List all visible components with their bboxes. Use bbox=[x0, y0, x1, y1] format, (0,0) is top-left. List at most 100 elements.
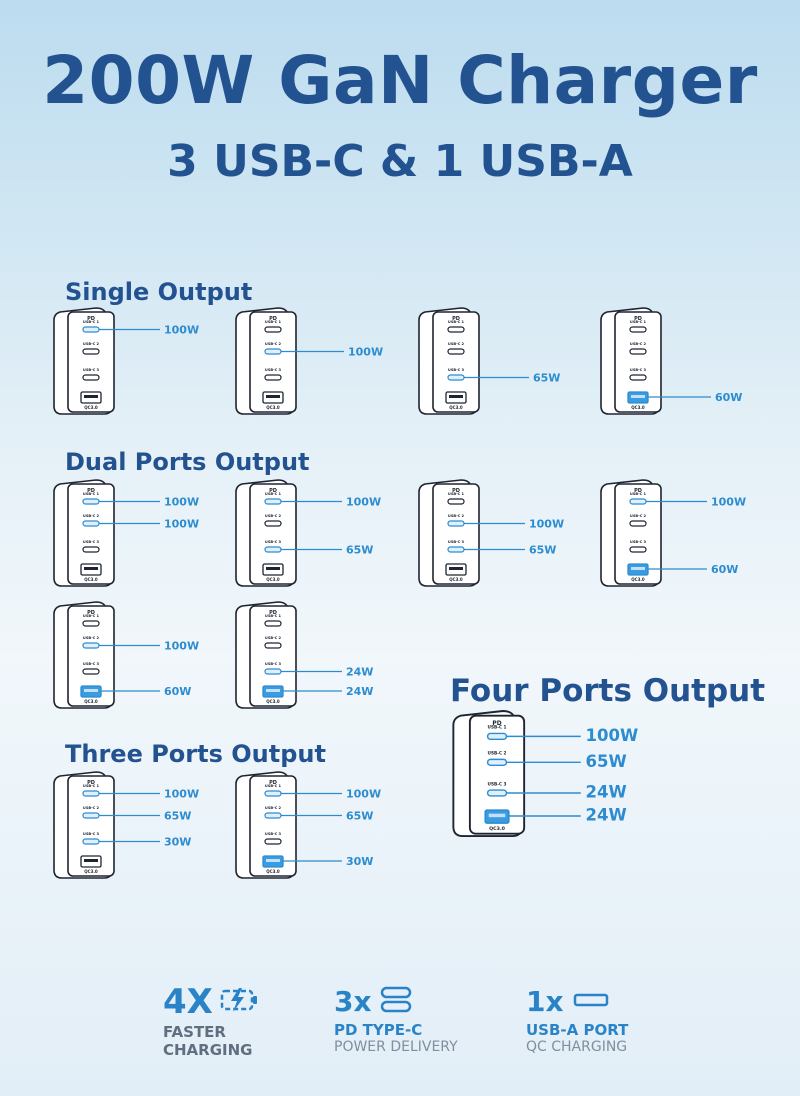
usb-c-port-label: USB-C 3 bbox=[488, 781, 507, 786]
usb-c-port-label: USB-C 3 bbox=[83, 662, 100, 666]
feature-pd-type-c-big: 3x bbox=[334, 985, 372, 1018]
usb-c-port-label: USB-C 1 bbox=[83, 784, 100, 788]
usb-c-port bbox=[264, 520, 282, 527]
feature-usb-a: 1x USB-A PORT QC CHARGING bbox=[526, 985, 628, 1056]
usb-c-port-label: USB-C 3 bbox=[83, 368, 100, 372]
page-subtitle: 3 USB-C & 1 USB-A bbox=[167, 136, 633, 187]
usb-c-port bbox=[447, 348, 465, 355]
usb-c-port-label: USB-C 1 bbox=[265, 614, 282, 618]
usb-c-port-label: USB-C 2 bbox=[488, 751, 507, 756]
usb-c-port bbox=[447, 520, 465, 527]
usb-c-port bbox=[447, 326, 465, 333]
port-wattage-label: 60W bbox=[715, 391, 742, 404]
port-wattage-label: 24W bbox=[346, 666, 373, 679]
qc-port-label: QC3.0 bbox=[449, 405, 463, 410]
usb-a-port-tongue bbox=[449, 395, 463, 398]
charger-front-panel bbox=[432, 311, 480, 413]
usb-c-port-label: USB-C 1 bbox=[265, 784, 282, 788]
usb-c-port-label: USB-C 1 bbox=[630, 320, 647, 324]
qc-port-label: QC3.0 bbox=[84, 405, 98, 410]
section-title-three: Three Ports Output bbox=[65, 740, 326, 768]
port-wattage-label: 24W bbox=[346, 685, 373, 698]
usb-c-port-label: USB-C 3 bbox=[265, 540, 282, 544]
pd-logo-label: PD bbox=[634, 316, 642, 322]
usb-c-port-label: USB-C 1 bbox=[83, 614, 100, 618]
qc-port-label: QC3.0 bbox=[449, 577, 463, 582]
feature-fast-charging-line2: CHARGING bbox=[163, 1041, 253, 1059]
usb-c-port bbox=[629, 520, 647, 527]
charger-front-panel bbox=[249, 775, 297, 877]
usb-c-port bbox=[82, 838, 100, 845]
usb-c-port bbox=[264, 546, 282, 553]
usb-c-port bbox=[264, 374, 282, 381]
usb-c-port-label: USB-C 2 bbox=[265, 806, 282, 810]
usb-c-port bbox=[82, 326, 100, 333]
usb-c-port-label: USB-C 2 bbox=[630, 514, 647, 518]
usb-c-port-label: USB-C 2 bbox=[265, 514, 282, 518]
usb-c-port-label: USB-C 2 bbox=[265, 342, 282, 346]
usb-c-port bbox=[82, 348, 100, 355]
usb-c-port bbox=[486, 758, 508, 766]
qc-port-label: QC3.0 bbox=[84, 699, 98, 704]
feature-pd-type-c-line1: PD TYPE-C bbox=[334, 1021, 423, 1039]
usb-c-port-label: USB-C 1 bbox=[265, 320, 282, 324]
qc-port-label: QC3.0 bbox=[631, 405, 645, 410]
port-wattage-label: 100W bbox=[164, 788, 199, 801]
usb-c-port-label: USB-C 3 bbox=[265, 662, 282, 666]
port-wattage-label: 24W bbox=[586, 783, 627, 802]
charger-front-panel bbox=[67, 311, 115, 413]
feature-fast-charging: 4X FASTER CHARGING bbox=[163, 985, 260, 1059]
usb-c-port bbox=[486, 789, 508, 797]
port-wattage-label: 65W bbox=[529, 544, 556, 557]
usb-a-port-tongue bbox=[84, 395, 98, 398]
usb-c-port-label: USB-C 2 bbox=[448, 514, 465, 518]
port-wattage-label: 65W bbox=[586, 752, 627, 771]
charger-front-panel bbox=[614, 311, 662, 413]
usb-c-port bbox=[82, 520, 100, 527]
pd-logo-label: PD bbox=[269, 780, 277, 786]
usb-c-port-label: USB-C 1 bbox=[448, 320, 465, 324]
usb-c-port bbox=[264, 668, 282, 675]
charger-front-panel bbox=[249, 311, 297, 413]
feature-usb-a-line2: QC CHARGING bbox=[526, 1039, 628, 1055]
feature-fast-charging-big: 4X bbox=[163, 982, 213, 1022]
usb-c-port bbox=[82, 374, 100, 381]
qc-port-label: QC3.0 bbox=[266, 699, 280, 704]
qc-port-label: QC3.0 bbox=[266, 405, 280, 410]
port-wattage-label: 100W bbox=[164, 324, 199, 337]
usb-c-port-label: USB-C 1 bbox=[488, 725, 507, 730]
qc-port-label: QC3.0 bbox=[266, 577, 280, 582]
qc-port-label: QC3.0 bbox=[631, 577, 645, 582]
port-wattage-label: 100W bbox=[711, 496, 746, 509]
usb-c-port bbox=[447, 546, 465, 553]
usb-c-port-label: USB-C 2 bbox=[83, 636, 100, 640]
usb-c-port bbox=[264, 620, 282, 627]
usb-c-port bbox=[82, 668, 100, 675]
usb-c-port bbox=[264, 790, 282, 797]
usb-c-port bbox=[264, 642, 282, 649]
usb-a-port-tongue bbox=[266, 859, 280, 862]
usb-c-port-label: USB-C 3 bbox=[630, 368, 647, 372]
usb-c-port-label: USB-C 3 bbox=[448, 540, 465, 544]
port-wattage-label: 65W bbox=[346, 544, 373, 557]
qc-port-label: QC3.0 bbox=[489, 826, 506, 832]
usb-c-port bbox=[447, 374, 465, 381]
usb-c-port-label: USB-C 2 bbox=[83, 806, 100, 810]
usb-c-port-label: USB-C 3 bbox=[448, 368, 465, 372]
section-title-four: Four Ports Output bbox=[450, 673, 766, 709]
qc-port-label: QC3.0 bbox=[266, 869, 280, 874]
usb-a-port-tongue bbox=[266, 567, 280, 570]
charger-front-panel bbox=[468, 714, 526, 835]
charger-front-panel bbox=[432, 483, 480, 585]
pd-logo-label: PD bbox=[87, 316, 95, 322]
usb-c-port bbox=[82, 498, 100, 505]
